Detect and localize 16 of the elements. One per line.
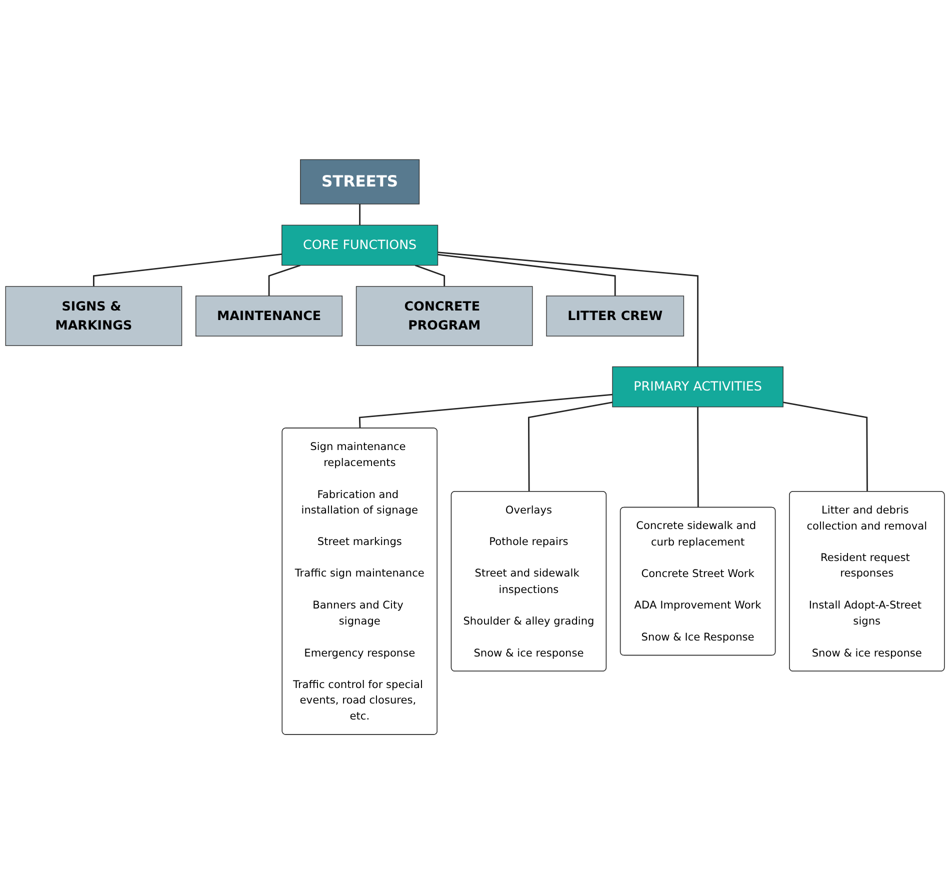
connector xyxy=(438,252,698,367)
node-box: PRIMARY ACTIVITIES xyxy=(612,366,784,408)
connector xyxy=(93,253,282,286)
connector xyxy=(782,402,868,492)
connector xyxy=(438,254,616,296)
node-box: LITTER CREW xyxy=(546,296,684,336)
node-box: CONCRETE PROGRAM xyxy=(356,286,533,346)
node-box: CORE FUNCTIONS xyxy=(282,224,438,266)
connector xyxy=(358,394,613,428)
connector xyxy=(414,264,446,286)
node-box: MAINTENANCE xyxy=(196,296,343,336)
node-box: STREETS xyxy=(300,159,420,204)
connector xyxy=(528,402,613,492)
node-box: SIGNS & MARKINGS xyxy=(5,286,182,346)
connector xyxy=(697,406,699,508)
connector xyxy=(359,204,361,226)
